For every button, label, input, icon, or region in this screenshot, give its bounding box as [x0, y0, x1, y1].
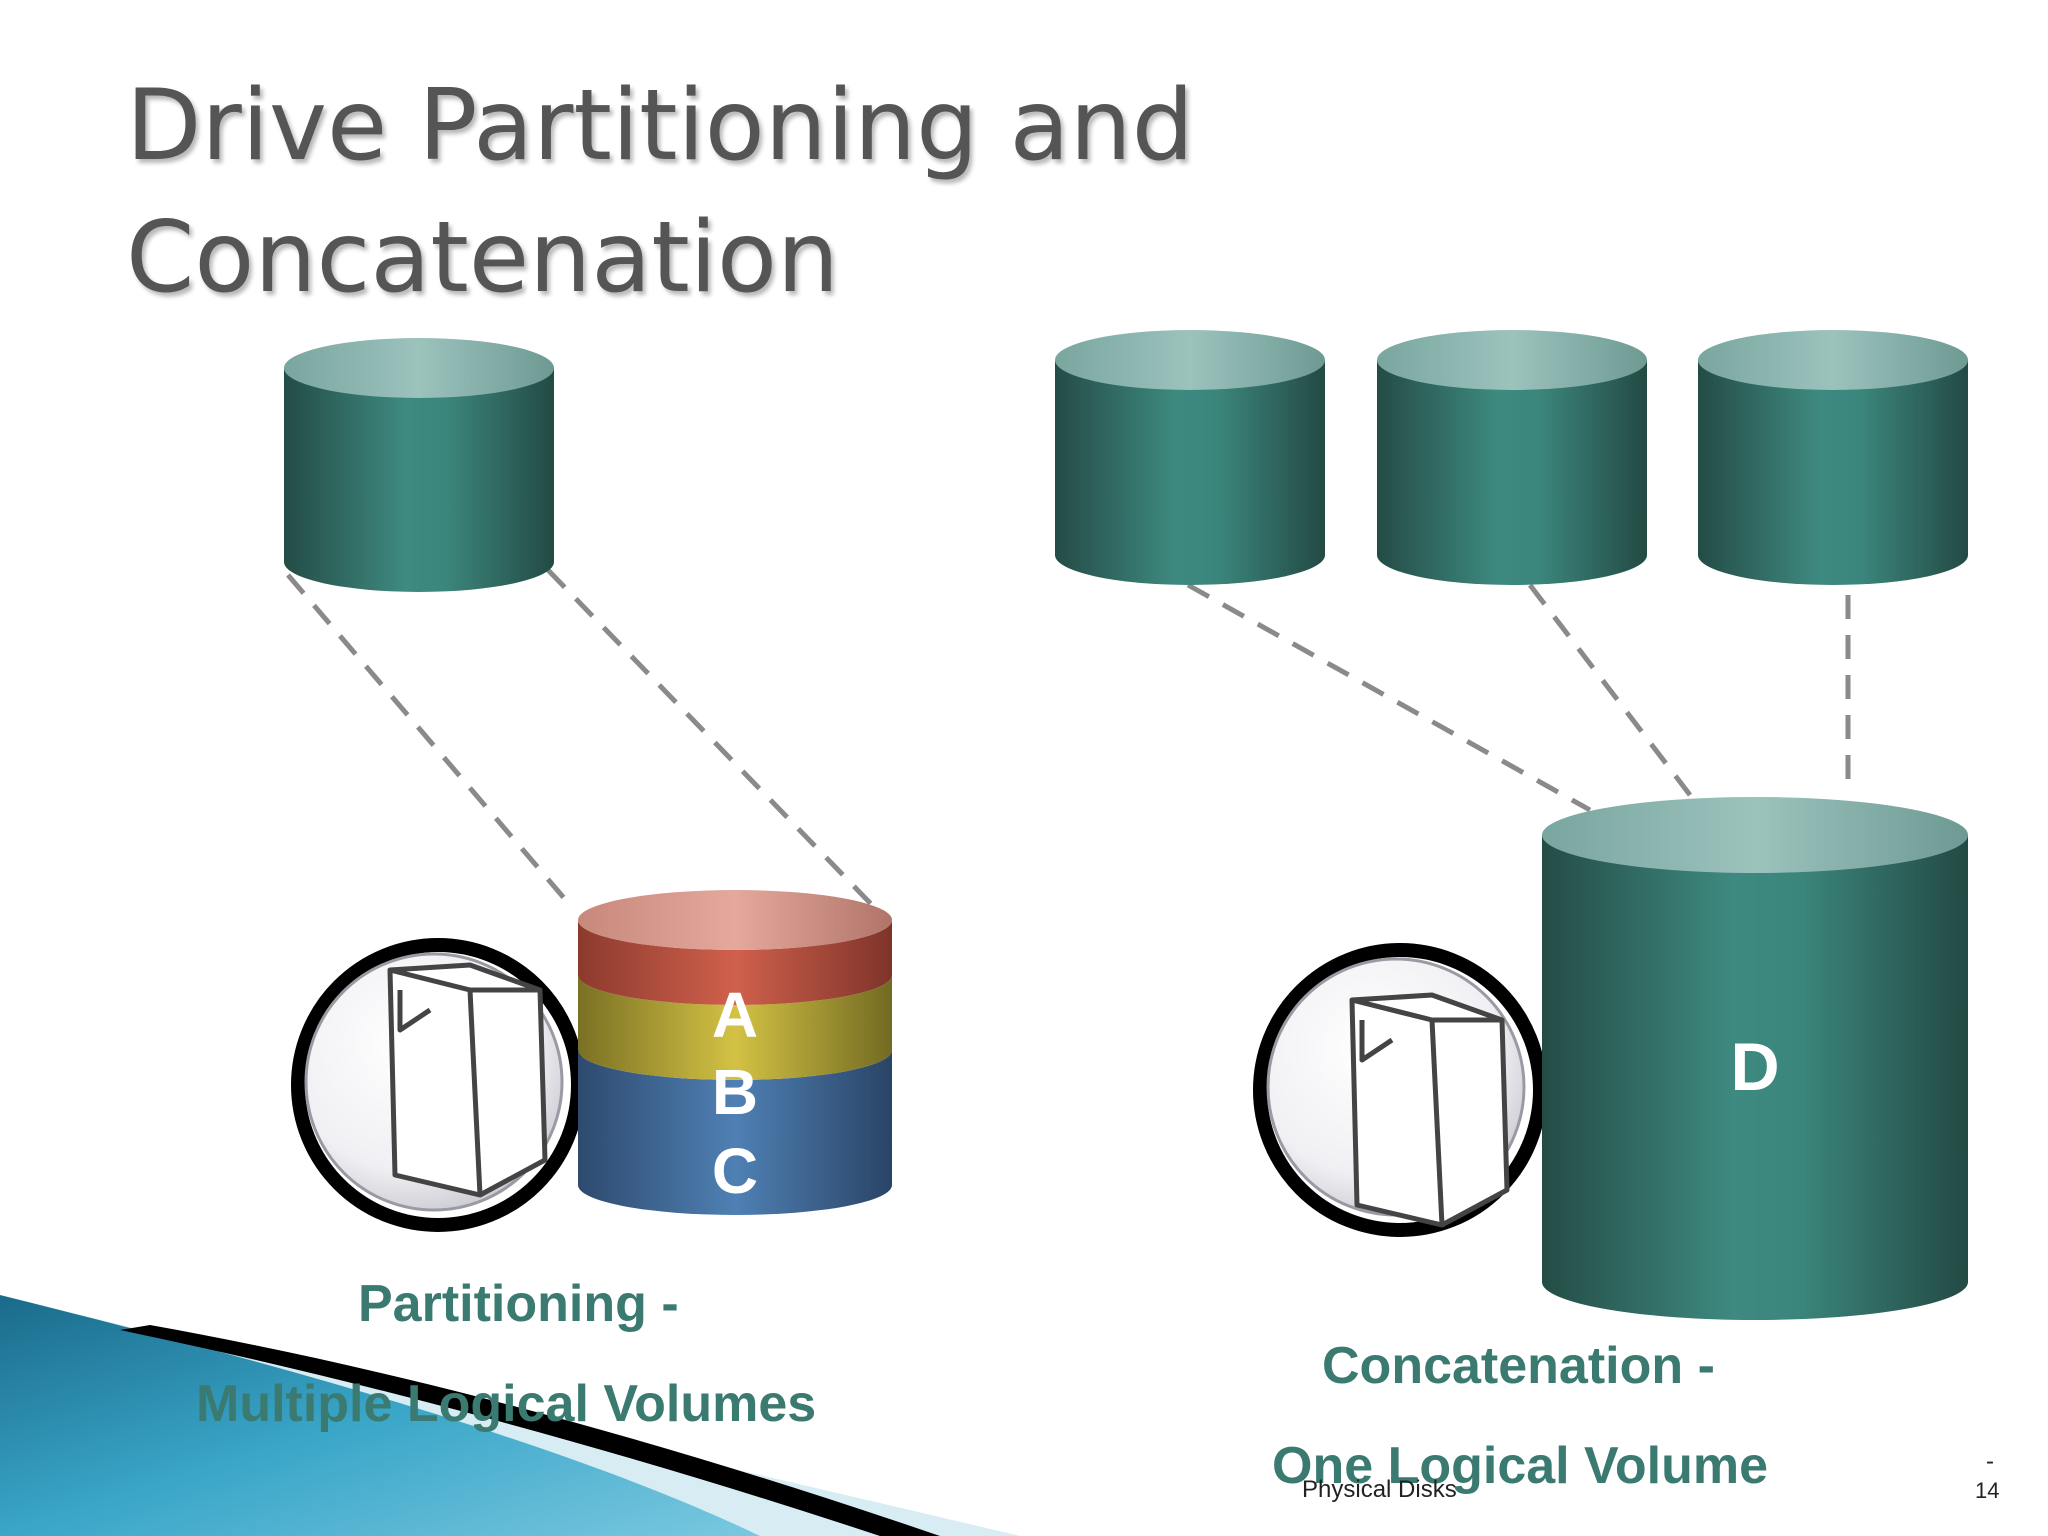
partition-c [578, 1050, 892, 1148]
partitioning-caption-line2: Multiple Logical Volumes [196, 1375, 817, 1433]
partition-a [578, 920, 892, 1005]
corner-swoosh-decoration [0, 1295, 1020, 1536]
slide-title-line1: Drive Partitioning and [126, 69, 1194, 183]
physical-disk-right-3 [1698, 330, 1968, 585]
logical-disk-partitioned [578, 890, 892, 1215]
slide-title-line2: Concatenation [126, 201, 840, 315]
footer-dash: - [1986, 1448, 1994, 1475]
connector-lines [286, 568, 1851, 907]
physical-disk-right-2 [1377, 330, 1647, 585]
server-icon-right [1253, 943, 1547, 1237]
partition-a-label: A [711, 979, 759, 1051]
logical-disk-concatenated [1542, 797, 1968, 1320]
slide-title: Drive Partitioning and Concatenation [126, 60, 1194, 324]
connector-left-b [546, 568, 874, 907]
partition-c-label: C [711, 1135, 759, 1207]
footer-section-label: Physical Disks [1302, 1476, 1457, 1503]
partitioning-caption-line1: Partitioning - [358, 1275, 679, 1333]
connector-disk1 [1186, 582, 1592, 813]
physical-disk-right-1 [1055, 330, 1325, 585]
physical-disk-left [284, 338, 554, 592]
volume-d-label: D [1730, 1029, 1780, 1105]
partition-b [578, 975, 892, 1080]
concatenation-caption-line2: One Logical Volume [1272, 1437, 1769, 1495]
concatenation-caption-line1: Concatenation - [1322, 1337, 1715, 1395]
connector-left-a [286, 573, 572, 907]
connector-disk2 [1528, 583, 1692, 797]
partition-b-label: B [711, 1056, 759, 1128]
page-number: 14 [1975, 1478, 2000, 1503]
server-icon-left [291, 938, 585, 1232]
